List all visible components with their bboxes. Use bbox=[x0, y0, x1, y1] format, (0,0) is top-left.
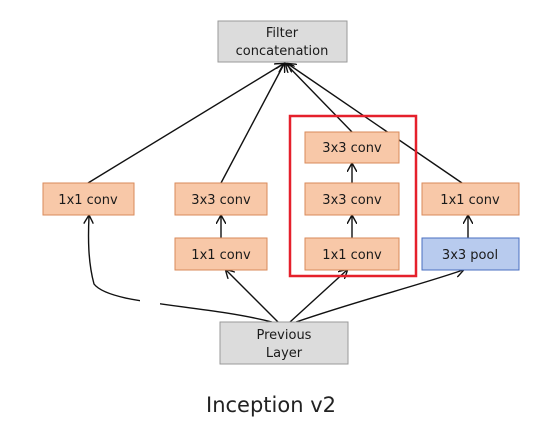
branch3-conv3x3-mid-box: 3x3 conv bbox=[304, 182, 400, 216]
branch4-conv1x1-box: 1x1 conv bbox=[421, 182, 520, 216]
branch1-conv1x1-box: 1x1 conv bbox=[42, 182, 135, 216]
edge-b3-to-concat bbox=[286, 64, 353, 133]
branch4-pool3x3-box: 3x3 pool bbox=[421, 237, 520, 271]
branch3-conv1x1-box: 1x1 conv bbox=[304, 237, 400, 271]
branch3-conv3x3-top-label: 3x3 conv bbox=[322, 141, 382, 156]
edge-prev-to-b4 bbox=[295, 270, 463, 323]
branch2-conv3x3-label: 3x3 conv bbox=[191, 193, 251, 208]
previous-layer-box: Previous Layer bbox=[219, 321, 349, 365]
highlight-frame bbox=[288, 114, 418, 278]
edge-gap-mask bbox=[140, 297, 160, 307]
branch3-conv3x3-mid-label: 3x3 conv bbox=[322, 193, 382, 208]
edge-b4-to-concat bbox=[288, 64, 463, 184]
branch3-conv1x1-label: 1x1 conv bbox=[322, 248, 382, 263]
branch4-pool3x3-label: 3x3 pool bbox=[442, 248, 498, 263]
previous-layer-label-line1: Previous bbox=[257, 328, 312, 343]
diagram-caption: Inception v2 bbox=[206, 393, 336, 417]
edge-b1-to-concat bbox=[87, 64, 283, 184]
branch2-conv3x3-box: 3x3 conv bbox=[174, 182, 268, 216]
connections bbox=[87, 64, 468, 323]
branch1-conv1x1-label: 1x1 conv bbox=[58, 193, 118, 208]
filter-concatenation-label-line1: Filter bbox=[266, 26, 299, 41]
previous-layer-label-line2: Layer bbox=[266, 346, 303, 361]
branch4-conv1x1-label: 1x1 conv bbox=[440, 193, 500, 208]
branch2-conv1x1-box: 1x1 conv bbox=[174, 237, 268, 271]
filter-concatenation-label-line2: concatenation bbox=[236, 44, 329, 59]
edge-prev-to-b2 bbox=[226, 270, 279, 323]
filter-concatenation-box: Filter concatenation bbox=[217, 20, 348, 63]
edge-prev-to-b1 bbox=[89, 216, 273, 323]
branch3-conv3x3-top-box: 3x3 conv bbox=[304, 131, 400, 164]
edge-b2-to-concat bbox=[220, 64, 284, 184]
edge-prev-to-b3 bbox=[289, 270, 347, 323]
branch2-conv1x1-label: 1x1 conv bbox=[191, 248, 251, 263]
